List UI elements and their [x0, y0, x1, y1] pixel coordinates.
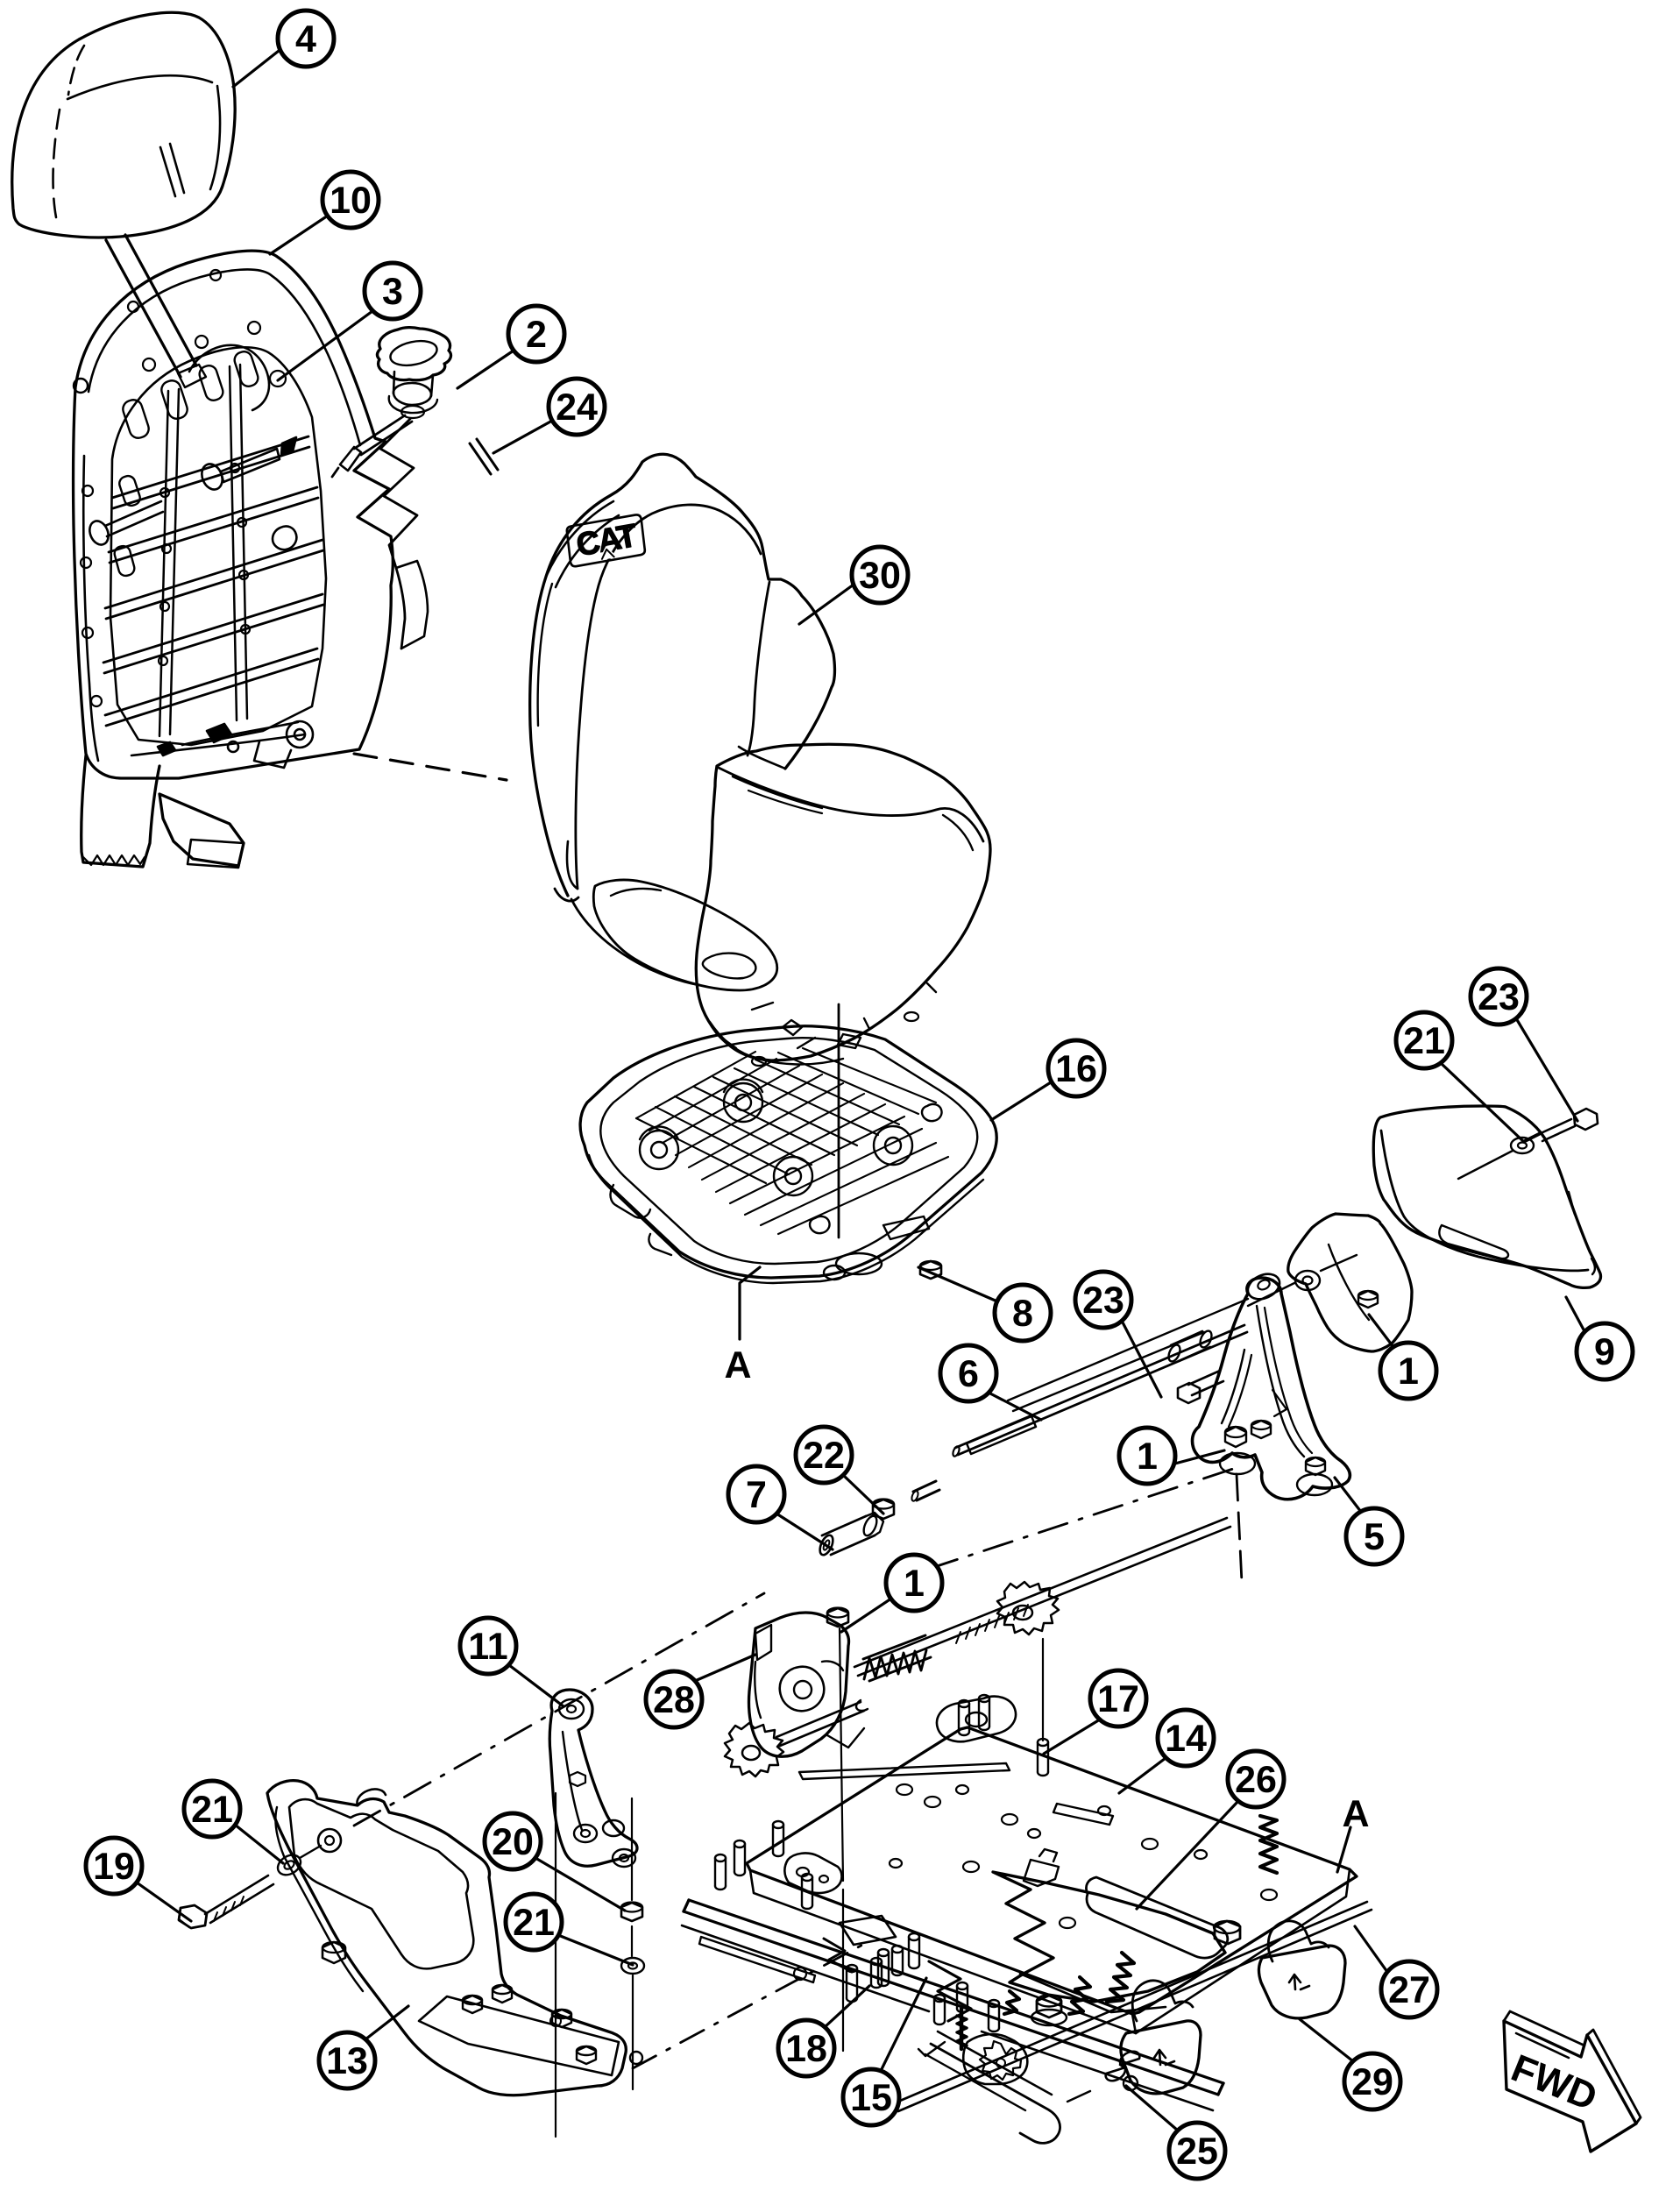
svg-text:22: 22 [803, 1435, 845, 1477]
svg-text:9: 9 [1594, 1331, 1615, 1373]
svg-text:23: 23 [1082, 1280, 1124, 1322]
svg-text:19: 19 [93, 1846, 135, 1888]
svg-text:5: 5 [1364, 1516, 1385, 1558]
svg-text:18: 18 [785, 2028, 827, 2070]
svg-text:21: 21 [1403, 1020, 1445, 1062]
svg-text:4: 4 [295, 18, 316, 60]
svg-text:A: A [1342, 1793, 1369, 1835]
svg-text:17: 17 [1097, 1678, 1139, 1720]
svg-text:28: 28 [653, 1679, 695, 1721]
svg-text:A: A [724, 1344, 751, 1386]
svg-text:16: 16 [1055, 1048, 1097, 1090]
svg-text:27: 27 [1388, 1969, 1430, 2011]
svg-text:1: 1 [1398, 1351, 1419, 1393]
svg-text:13: 13 [326, 2040, 368, 2082]
svg-text:25: 25 [1176, 2131, 1218, 2173]
svg-text:23: 23 [1478, 976, 1520, 1018]
svg-text:29: 29 [1351, 2061, 1393, 2103]
svg-text:3: 3 [382, 271, 403, 313]
svg-text:15: 15 [850, 2077, 892, 2119]
svg-text:10: 10 [330, 180, 372, 222]
svg-text:20: 20 [492, 1821, 534, 1863]
svg-text:1: 1 [1137, 1436, 1158, 1478]
svg-text:14: 14 [1165, 1718, 1207, 1760]
svg-text:11: 11 [468, 1626, 507, 1668]
svg-text:21: 21 [513, 1902, 555, 1944]
svg-text:24: 24 [556, 386, 598, 429]
svg-text:1: 1 [904, 1563, 925, 1605]
svg-text:30: 30 [859, 555, 901, 597]
svg-text:2: 2 [526, 314, 547, 356]
svg-text:26: 26 [1235, 1759, 1277, 1801]
svg-text:8: 8 [1012, 1293, 1033, 1335]
svg-text:6: 6 [958, 1353, 979, 1395]
svg-text:7: 7 [746, 1474, 767, 1516]
svg-text:21: 21 [191, 1789, 233, 1831]
